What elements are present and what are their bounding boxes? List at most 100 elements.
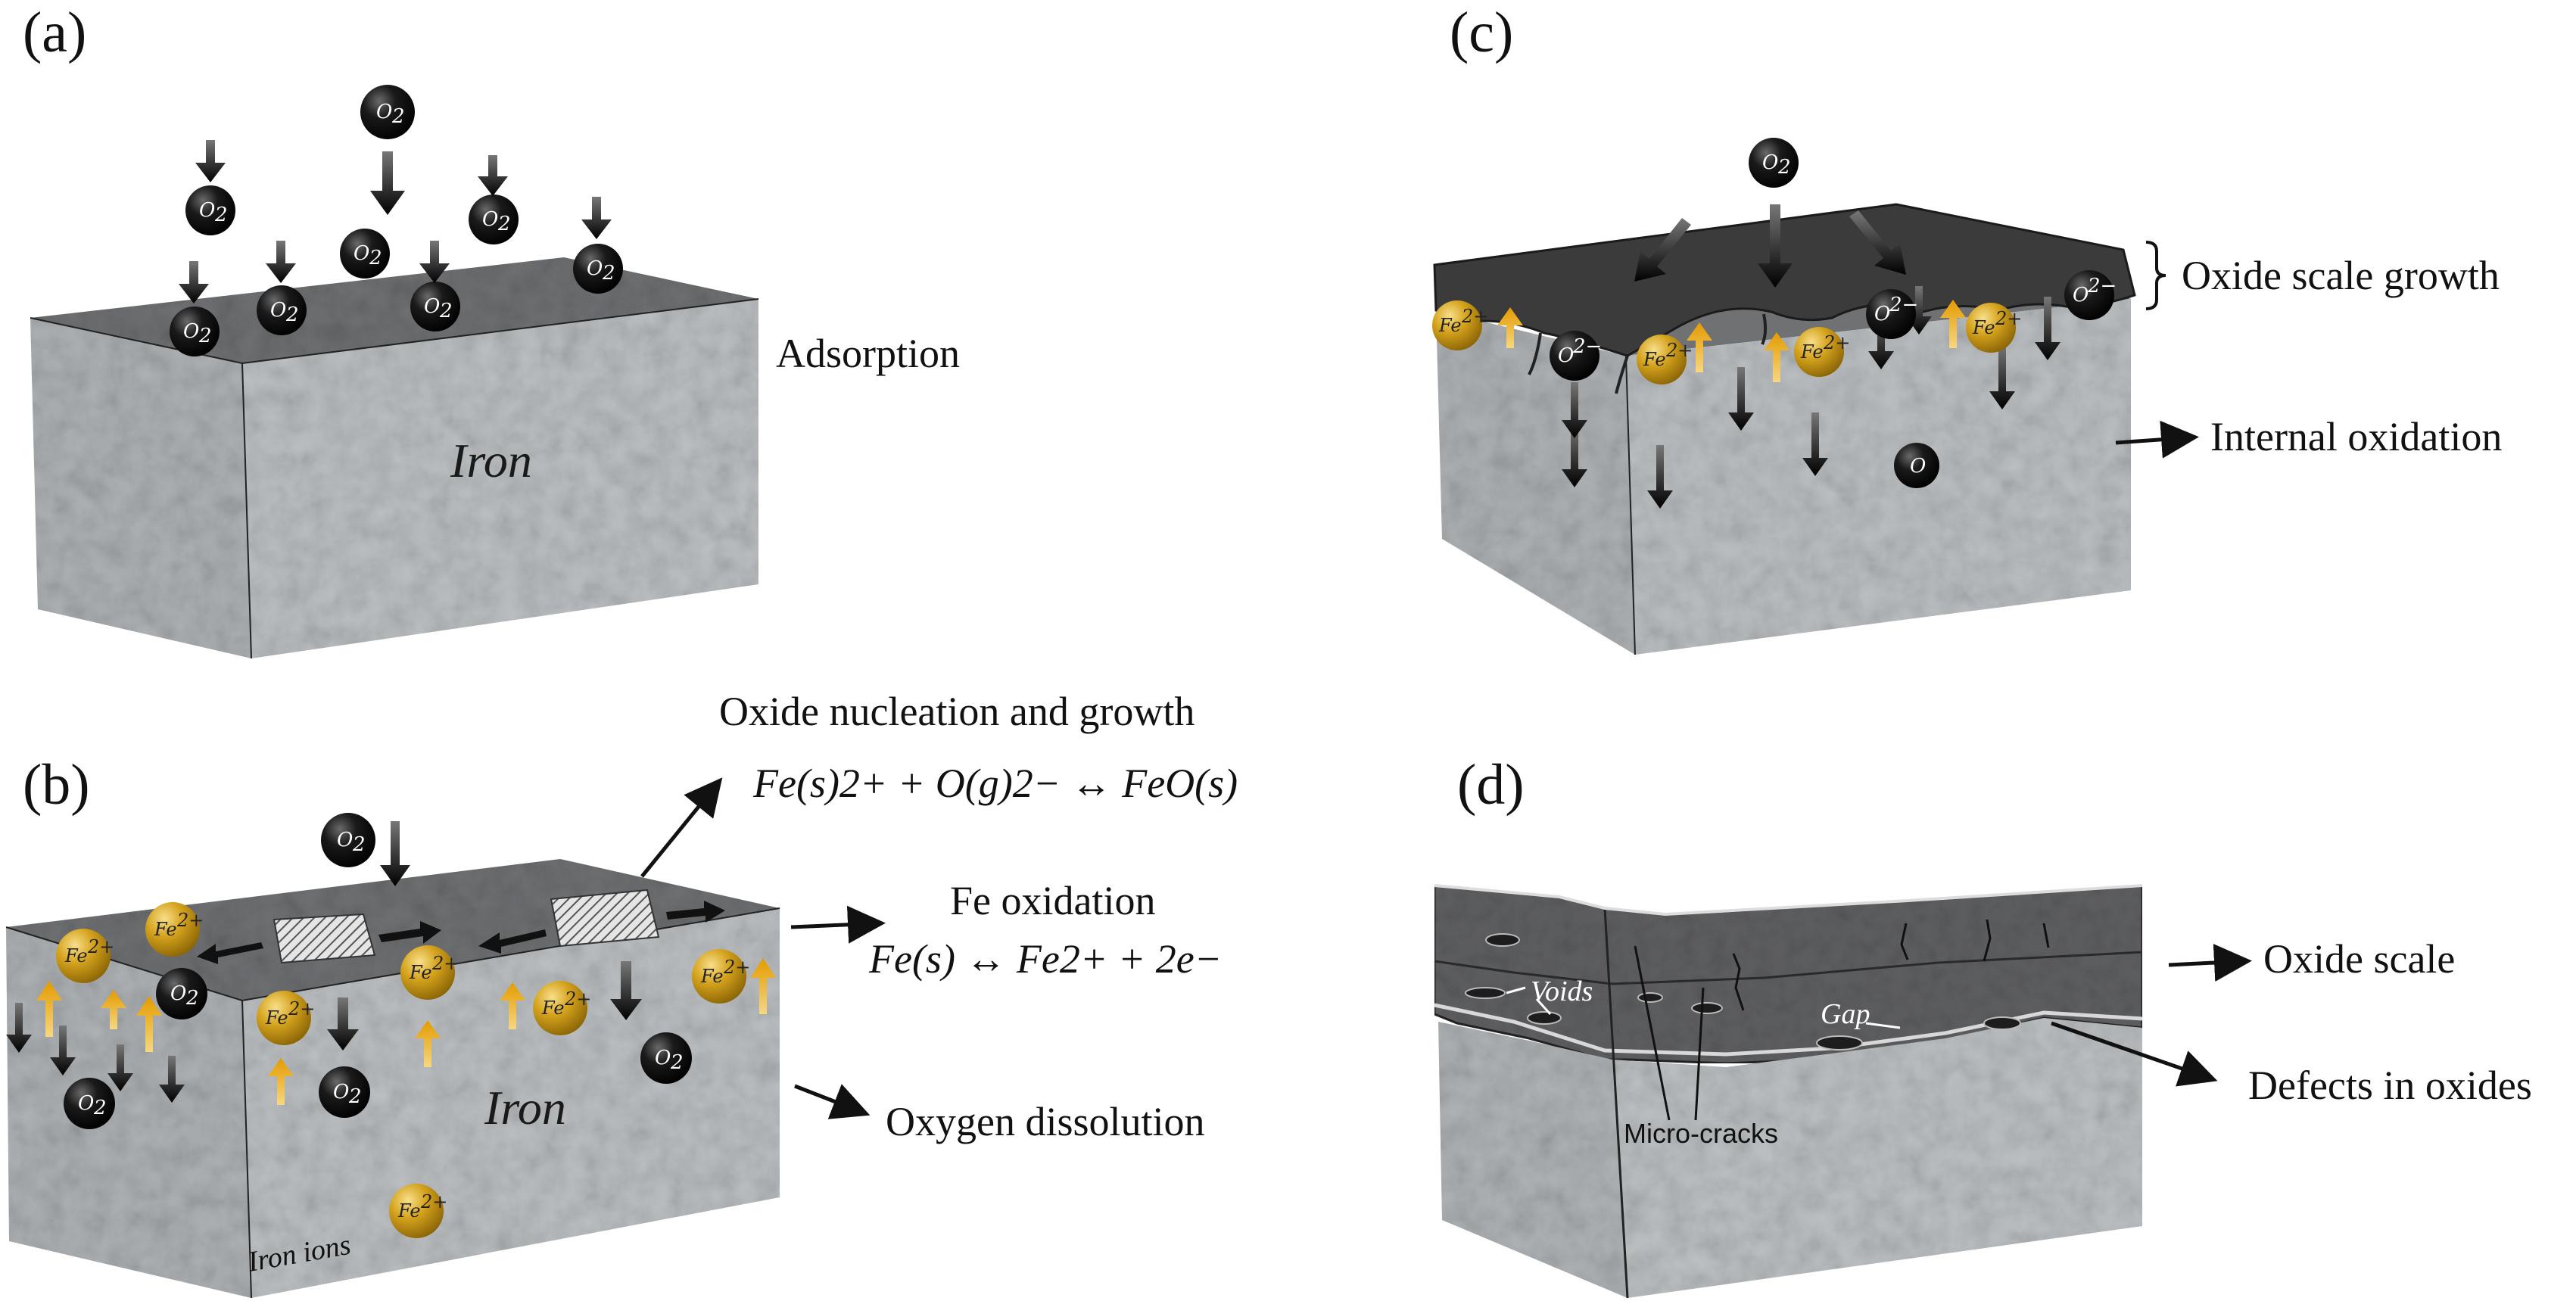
svg-text:2: 2 xyxy=(670,1051,684,1074)
svg-text:2: 2 xyxy=(198,325,212,347)
svg-text:O: O xyxy=(424,295,440,318)
oxygen-ion: O2− xyxy=(1866,289,1918,339)
svg-text:2: 2 xyxy=(369,247,382,269)
svg-text:2+: 2+ xyxy=(1995,308,2022,329)
svg-text:2: 2 xyxy=(497,213,511,235)
defects-pointer xyxy=(2051,1021,2218,1087)
oxide-scale-layer xyxy=(1433,203,2136,357)
svg-text:O: O xyxy=(337,829,353,851)
svg-text:Fe: Fe xyxy=(700,966,724,987)
oxide-nucleus xyxy=(273,913,376,964)
svg-text:2: 2 xyxy=(1777,156,1791,179)
oxide-nuclei xyxy=(273,889,660,964)
svg-text:2: 2 xyxy=(391,105,405,128)
svg-text:O: O xyxy=(78,1092,94,1115)
svg-text:2+: 2+ xyxy=(87,936,114,957)
svg-text:2−: 2− xyxy=(2087,275,2117,297)
block-side-face xyxy=(6,927,251,1298)
iron-block-a: Iron xyxy=(30,257,759,659)
panel-b-label: (b) xyxy=(23,753,90,817)
oxygen-ion: O2− xyxy=(2064,270,2117,320)
nucleation-equation: Fe(s)2+ + O(g)2− ↔ FeO(s) xyxy=(752,761,1238,806)
micro-cracks-label: Micro-cracks xyxy=(1624,1118,1778,1149)
svg-text:2+: 2+ xyxy=(431,953,459,974)
svg-text:O: O xyxy=(170,982,186,1005)
fe-oxidation-pointer xyxy=(790,905,886,944)
internal-oxidation-pointer xyxy=(2115,420,2199,459)
svg-text:2−: 2− xyxy=(1889,294,1918,316)
o2-down-arrows-a xyxy=(179,140,612,303)
fe-oxidation-title: Fe oxidation xyxy=(950,878,1155,923)
svg-text:2+: 2+ xyxy=(1461,306,1488,327)
svg-text:O: O xyxy=(2073,284,2089,307)
defects-label: Defects in oxides xyxy=(2248,1063,2532,1108)
svg-text:O: O xyxy=(1558,344,1574,367)
svg-text:2: 2 xyxy=(439,300,453,322)
adsorption-label: Adsorption xyxy=(776,331,960,376)
up-arrows-c xyxy=(1497,300,1966,382)
voids xyxy=(1465,933,2021,1050)
svg-text:2: 2 xyxy=(602,262,615,285)
svg-text:O: O xyxy=(199,199,215,222)
svg-text:O: O xyxy=(1762,151,1778,174)
panel-c-label: (c) xyxy=(1450,1,1513,64)
svg-text:Fe: Fe xyxy=(154,919,177,940)
oxide-scale-label: Oxide scale xyxy=(2263,936,2455,982)
scale-growth-bracket xyxy=(2145,241,2166,310)
svg-text:2+: 2+ xyxy=(1665,340,1693,361)
svg-text:O: O xyxy=(376,101,392,123)
svg-text:2: 2 xyxy=(185,987,199,1010)
fe-oxidation-equation: Fe(s) ↔ Fe2+ + 2e− xyxy=(868,936,1222,982)
svg-text:2+: 2+ xyxy=(723,957,750,978)
lateral-growth-arrows xyxy=(197,901,725,964)
void-pointers xyxy=(1506,986,1552,1016)
svg-text:O: O xyxy=(587,257,603,280)
svg-text:O: O xyxy=(333,1081,349,1103)
svg-text:2+: 2+ xyxy=(564,988,591,1010)
substrate-side xyxy=(1438,1022,1628,1298)
defect-pointers xyxy=(1634,945,1705,1121)
micro-cracks xyxy=(1732,919,2050,1011)
svg-text:O: O xyxy=(354,242,369,265)
block-front-face xyxy=(242,299,758,658)
svg-text:Fe: Fe xyxy=(397,1200,421,1222)
internal-oxidation-label: Internal oxidation xyxy=(2210,414,2502,459)
svg-text:O: O xyxy=(1910,455,1926,478)
svg-text:Fe: Fe xyxy=(541,998,565,1019)
svg-text:Fe: Fe xyxy=(1972,317,1995,338)
nucleation-title: Oxide nucleation and growth xyxy=(719,689,1195,734)
svg-text:2+: 2+ xyxy=(176,910,204,931)
svg-text:Fe: Fe xyxy=(1438,315,1462,336)
oxygen-ion: O2− xyxy=(1550,331,1602,381)
iron-block-b: Iron Iron ions xyxy=(5,859,780,1299)
block-top-face xyxy=(6,859,780,1001)
svg-text:2−: 2− xyxy=(1572,335,1602,358)
block-side-face xyxy=(1436,310,1635,655)
svg-text:Fe: Fe xyxy=(265,1007,288,1029)
iron-label-b: Iron xyxy=(484,1081,566,1134)
svg-text:2: 2 xyxy=(352,833,366,856)
substrate-front xyxy=(1612,1018,2142,1298)
